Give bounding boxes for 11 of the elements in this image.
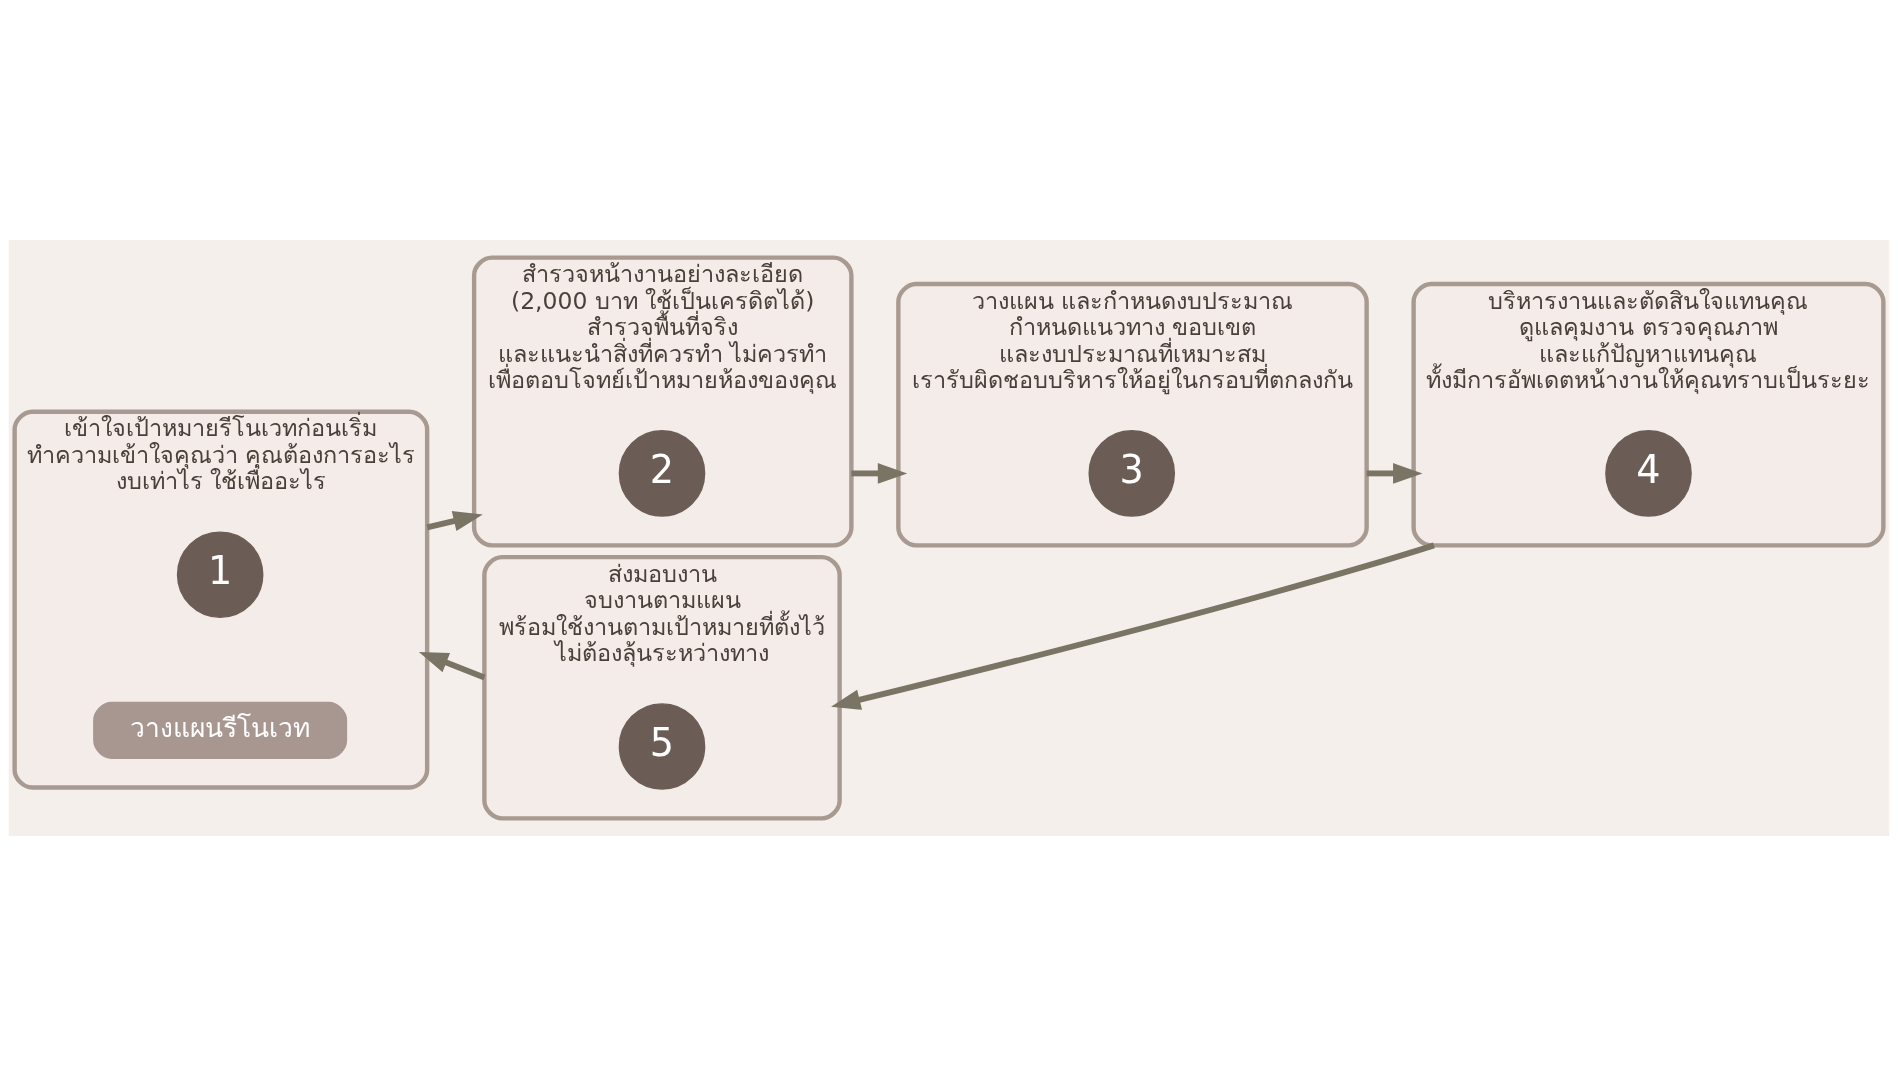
arrow [418,651,486,681]
arrow [426,511,483,532]
node-circle: 2 [618,430,706,517]
node-circle: 4 [1605,430,1692,517]
node-circle: 3 [1088,430,1176,517]
node-box: วางแผนรีโนเวท [93,701,348,759]
arrow [851,463,908,484]
arrow [831,542,1435,710]
arrow [1366,463,1423,484]
node-circle: 5 [618,703,706,790]
node-circle: 1 [176,531,264,618]
